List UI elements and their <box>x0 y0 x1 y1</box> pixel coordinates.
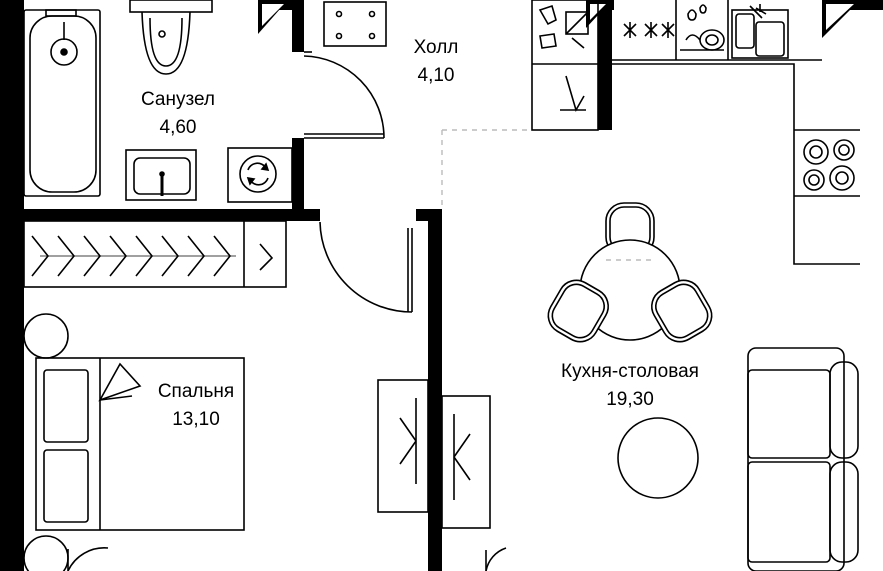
sofa-icon <box>747 347 859 571</box>
toilet-icon <box>129 0 213 75</box>
room-area: 13,10 <box>172 409 220 430</box>
opening-dashed-line <box>441 129 532 209</box>
room-name: Санузел <box>140 89 215 110</box>
sink-icon <box>731 4 789 59</box>
door-swing-icon <box>67 51 507 571</box>
sink-icon <box>125 149 197 201</box>
bathtub-icon <box>23 9 101 197</box>
window-icon <box>377 379 491 529</box>
wall-corner-marks <box>258 0 860 38</box>
room-name: Кухня-столовая <box>561 361 699 382</box>
stove-icon <box>803 139 855 191</box>
room-label-kitchen: Кухня-столовая 19,30 <box>540 358 720 414</box>
washing-machine-icon <box>227 147 293 203</box>
room-label-bathroom: Санузел 4,60 <box>120 86 236 142</box>
room-label-hall: Холл 4,10 <box>386 34 486 90</box>
kitchen-counter <box>612 0 860 265</box>
wardrobe-icon <box>23 220 287 288</box>
room-name: Холл <box>413 37 459 58</box>
bed-icon <box>35 357 245 531</box>
room-label-bedroom: Спальня 13,10 <box>140 378 252 434</box>
room-area: 19,30 <box>606 389 654 410</box>
room-area: 4,60 <box>159 117 197 138</box>
room-name: Спальня <box>157 381 235 402</box>
dishwasher-icon <box>680 4 725 51</box>
wardrobe-icon <box>531 0 599 131</box>
dining-table-icon <box>547 202 713 343</box>
round-table-icon <box>617 417 699 499</box>
room-area: 4,10 <box>417 65 455 86</box>
hall-mat-icon <box>323 1 387 47</box>
fridge-icon <box>623 22 675 38</box>
